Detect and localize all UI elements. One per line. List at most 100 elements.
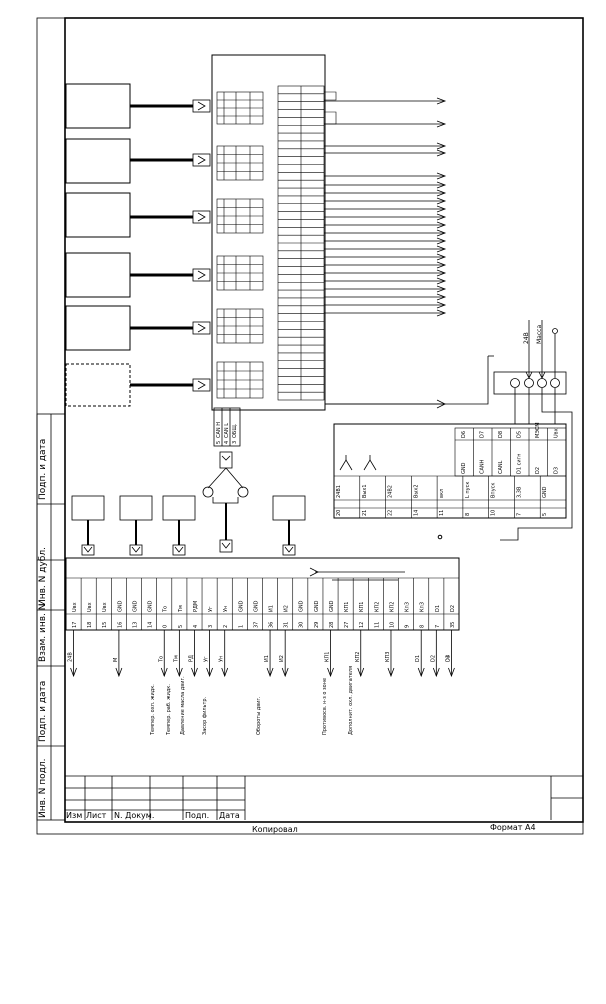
bottom-pin: 13 bbox=[132, 622, 138, 628]
can-pin-5: 5 bbox=[216, 441, 222, 444]
output-arrow bbox=[324, 261, 447, 269]
iface-label: Впуск bbox=[491, 483, 497, 498]
iface-pin: 22 bbox=[388, 510, 394, 516]
can-pin-4: 4 bbox=[224, 441, 230, 444]
bottom-label: GND bbox=[238, 600, 244, 612]
output-arrow bbox=[324, 229, 447, 237]
bottom-pin: 0 bbox=[163, 625, 169, 628]
output-arrow bbox=[324, 237, 447, 245]
bottom-label: GND bbox=[329, 600, 335, 612]
output-arrow bbox=[324, 149, 447, 157]
output-arrow bbox=[324, 197, 447, 205]
bottom-label: GND bbox=[117, 600, 123, 612]
title-block: Изм Лист N. Докум. Подп. Дата bbox=[65, 775, 583, 820]
iface-label-upper: D2 bbox=[535, 467, 541, 474]
iface-label-top: Uвх bbox=[554, 428, 560, 438]
signal-description: Обороты двиг. bbox=[256, 696, 262, 735]
signal-arrow bbox=[266, 630, 274, 678]
tb-list: Лист bbox=[86, 811, 107, 820]
bottom-pin: 9 bbox=[405, 625, 411, 628]
signal-label: Уг bbox=[204, 656, 210, 662]
module-connector-1 bbox=[216, 91, 264, 125]
terminal-jumper bbox=[324, 91, 337, 101]
iface-label: Вых1 bbox=[362, 484, 368, 498]
bottom-label: Тм bbox=[178, 605, 184, 613]
bottom-pin: 15 bbox=[102, 622, 108, 628]
output-arrow bbox=[324, 269, 447, 277]
bottom-pin: 31 bbox=[284, 622, 290, 628]
bottom-label: КП2 bbox=[374, 602, 380, 613]
signal-description: Темпер. раб. жидк. bbox=[166, 684, 172, 736]
bottom-label: GND bbox=[132, 600, 138, 612]
stamp-podp-data-2: Подп. и дата bbox=[38, 439, 48, 500]
signal-arrow bbox=[221, 630, 229, 678]
bottom-pin: 7 bbox=[435, 625, 441, 628]
bottom-label: КП1 bbox=[344, 602, 350, 613]
bottom-pin: 11 bbox=[374, 622, 380, 628]
output-arrow bbox=[324, 221, 447, 229]
bottom-label: РДМ bbox=[193, 601, 199, 612]
tb-dokum: N. Докум. bbox=[114, 811, 154, 820]
iface-pin: 10 bbox=[491, 510, 497, 516]
output-arrow bbox=[324, 245, 447, 253]
bottom-pin: 18 bbox=[87, 622, 93, 628]
output-arrow bbox=[324, 277, 447, 285]
signal-label: D2 bbox=[430, 655, 436, 662]
stamp-inv-podl: Инв. N подл. bbox=[38, 759, 48, 818]
left-connectors bbox=[216, 91, 264, 399]
bottom-pin: 17 bbox=[72, 622, 78, 628]
iface-label-top: D5 bbox=[517, 431, 523, 438]
signal-description: Давление масла двиг. bbox=[180, 676, 186, 735]
bottom-pin: 5 bbox=[178, 625, 184, 628]
bottom-pin: 14 bbox=[148, 622, 154, 628]
bottom-signal-arrows bbox=[70, 630, 455, 678]
signal-description: Противосв. н-з о зоне bbox=[322, 678, 328, 735]
bottom-label: Ун bbox=[223, 606, 229, 612]
relay-symbols bbox=[339, 455, 377, 471]
bottom-pin: 27 bbox=[344, 622, 350, 628]
power-24v-label: 24В bbox=[523, 332, 530, 344]
iface-pin: 8 bbox=[465, 513, 471, 516]
module-connector-3 bbox=[216, 198, 264, 234]
device-cables bbox=[130, 104, 193, 387]
iface-pin: 7 bbox=[516, 513, 522, 516]
bottom-label: Кп3 bbox=[405, 602, 411, 612]
signal-label: D1 bbox=[415, 655, 421, 662]
bottom-label: Uвх bbox=[72, 602, 78, 612]
output-arrow bbox=[324, 97, 447, 105]
interface-block bbox=[333, 423, 567, 519]
output-arrow bbox=[324, 189, 447, 197]
iface-label-upper: CANH bbox=[480, 459, 486, 474]
bottom-label: GND bbox=[148, 600, 154, 612]
signal-arrow bbox=[191, 630, 198, 678]
bottom-pin: 3 bbox=[208, 625, 214, 628]
signal-arrow bbox=[281, 630, 289, 678]
signal-label: И1 bbox=[264, 655, 270, 662]
output-arrow bbox=[324, 120, 447, 128]
outer-border bbox=[36, 17, 584, 835]
iface-pin: 20 bbox=[336, 510, 342, 516]
output-arrow bbox=[324, 172, 447, 180]
iface-label: L пуск bbox=[465, 482, 471, 498]
bottom-label: GND bbox=[314, 600, 320, 612]
module-connector-5 bbox=[216, 308, 264, 344]
signal-label: М bbox=[113, 658, 119, 662]
output-arrows bbox=[324, 97, 447, 317]
iface-label: вкл bbox=[439, 489, 445, 498]
bottom-label: И2 bbox=[284, 605, 290, 612]
output-arrow bbox=[324, 309, 447, 317]
footer-kopiroval: Копировал bbox=[252, 825, 298, 834]
main-module bbox=[211, 54, 326, 411]
power-mass-label: Масса bbox=[536, 325, 543, 344]
bottom-label: GND bbox=[299, 600, 305, 612]
stamp-vzam-inv: Взам. инв. N bbox=[38, 604, 48, 662]
left-devices bbox=[65, 83, 131, 407]
bottom-pin: 4 bbox=[193, 625, 199, 628]
iface-label-upper: CANL bbox=[498, 460, 504, 474]
output-arrow bbox=[324, 301, 447, 309]
signal-arrow bbox=[175, 630, 183, 678]
signal-arrow bbox=[327, 630, 334, 678]
